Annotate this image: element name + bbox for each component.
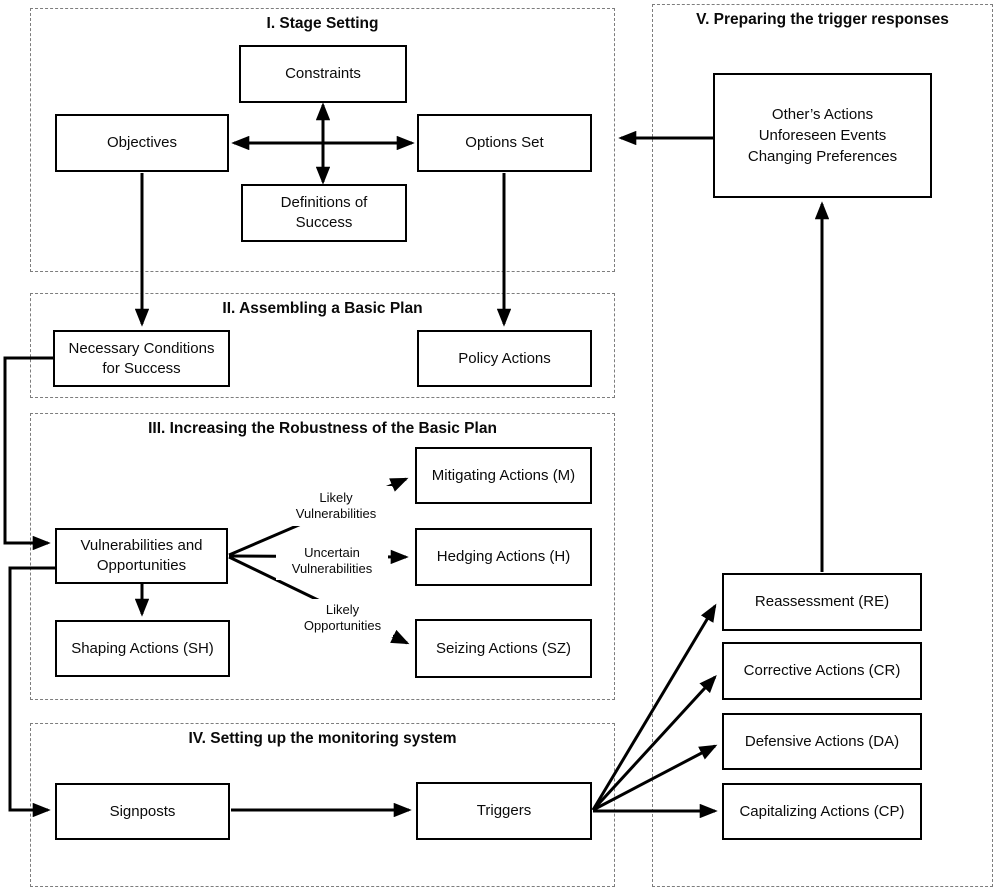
section-basic-plan: II. Assembling a Basic Plan (30, 293, 615, 398)
arrow-triggers-to-reassessment (591, 603, 717, 811)
node-defensive-actions: Defensive Actions (DA) (722, 713, 922, 770)
section-title-stage-setting: I. Stage Setting (266, 15, 379, 32)
node-mitigating-actions: Mitigating Actions (M) (415, 447, 592, 504)
node-external-events: Other’s Actions Unforeseen Events Changi… (713, 73, 932, 198)
arrow-necessary-to-vulnerabilities (3, 356, 53, 551)
section-title-trigger-responses: V. Preparing the trigger responses (696, 11, 949, 28)
section-robustness: III. Increasing the Robustness of the Ba… (30, 413, 615, 700)
node-hedging-actions: Hedging Actions (H) (415, 528, 592, 586)
arrow-triggers-to-defensive (592, 744, 718, 812)
node-vulnerabilities-opportunities: Vulnerabilities and Opportunities (55, 528, 228, 584)
section-title-monitoring: IV. Setting up the monitoring system (188, 730, 457, 747)
node-options-set: Options Set (417, 114, 592, 172)
node-necessary-conditions: Necessary Conditions for Success (53, 330, 230, 387)
node-signposts: Signposts (55, 783, 230, 840)
edge-label-likely-vulnerabilities: Likely Vulnerabilities (280, 486, 392, 526)
edge-label-uncertain-vulnerabilities: Uncertain Vulnerabilities (276, 542, 388, 580)
node-seizing-actions: Seizing Actions (SZ) (415, 619, 592, 678)
node-corrective-actions: Corrective Actions (CR) (722, 642, 922, 700)
edge-label-likely-opportunities: Likely Opportunities (292, 599, 393, 637)
arrow-vulnerabilities-to-signposts (8, 566, 56, 818)
arrow-triggers-to-corrective (591, 675, 717, 812)
node-objectives: Objectives (55, 114, 229, 172)
node-policy-actions: Policy Actions (417, 330, 592, 387)
section-monitoring: IV. Setting up the monitoring system (30, 723, 615, 887)
node-triggers: Triggers (416, 782, 592, 840)
section-trigger-responses: V. Preparing the trigger responses (652, 4, 993, 887)
node-reassessment: Reassessment (RE) (722, 573, 922, 631)
node-shaping-actions: Shaping Actions (SH) (55, 620, 230, 677)
section-title-robustness: III. Increasing the Robustness of the Ba… (148, 420, 497, 437)
section-title-basic-plan: II. Assembling a Basic Plan (222, 300, 423, 317)
section-stage-setting: I. Stage Setting (30, 8, 615, 272)
node-capitalizing-actions: Capitalizing Actions (CP) (722, 783, 922, 840)
node-definitions-of-success: Definitions of Success (241, 184, 407, 242)
node-constraints: Constraints (239, 45, 407, 103)
